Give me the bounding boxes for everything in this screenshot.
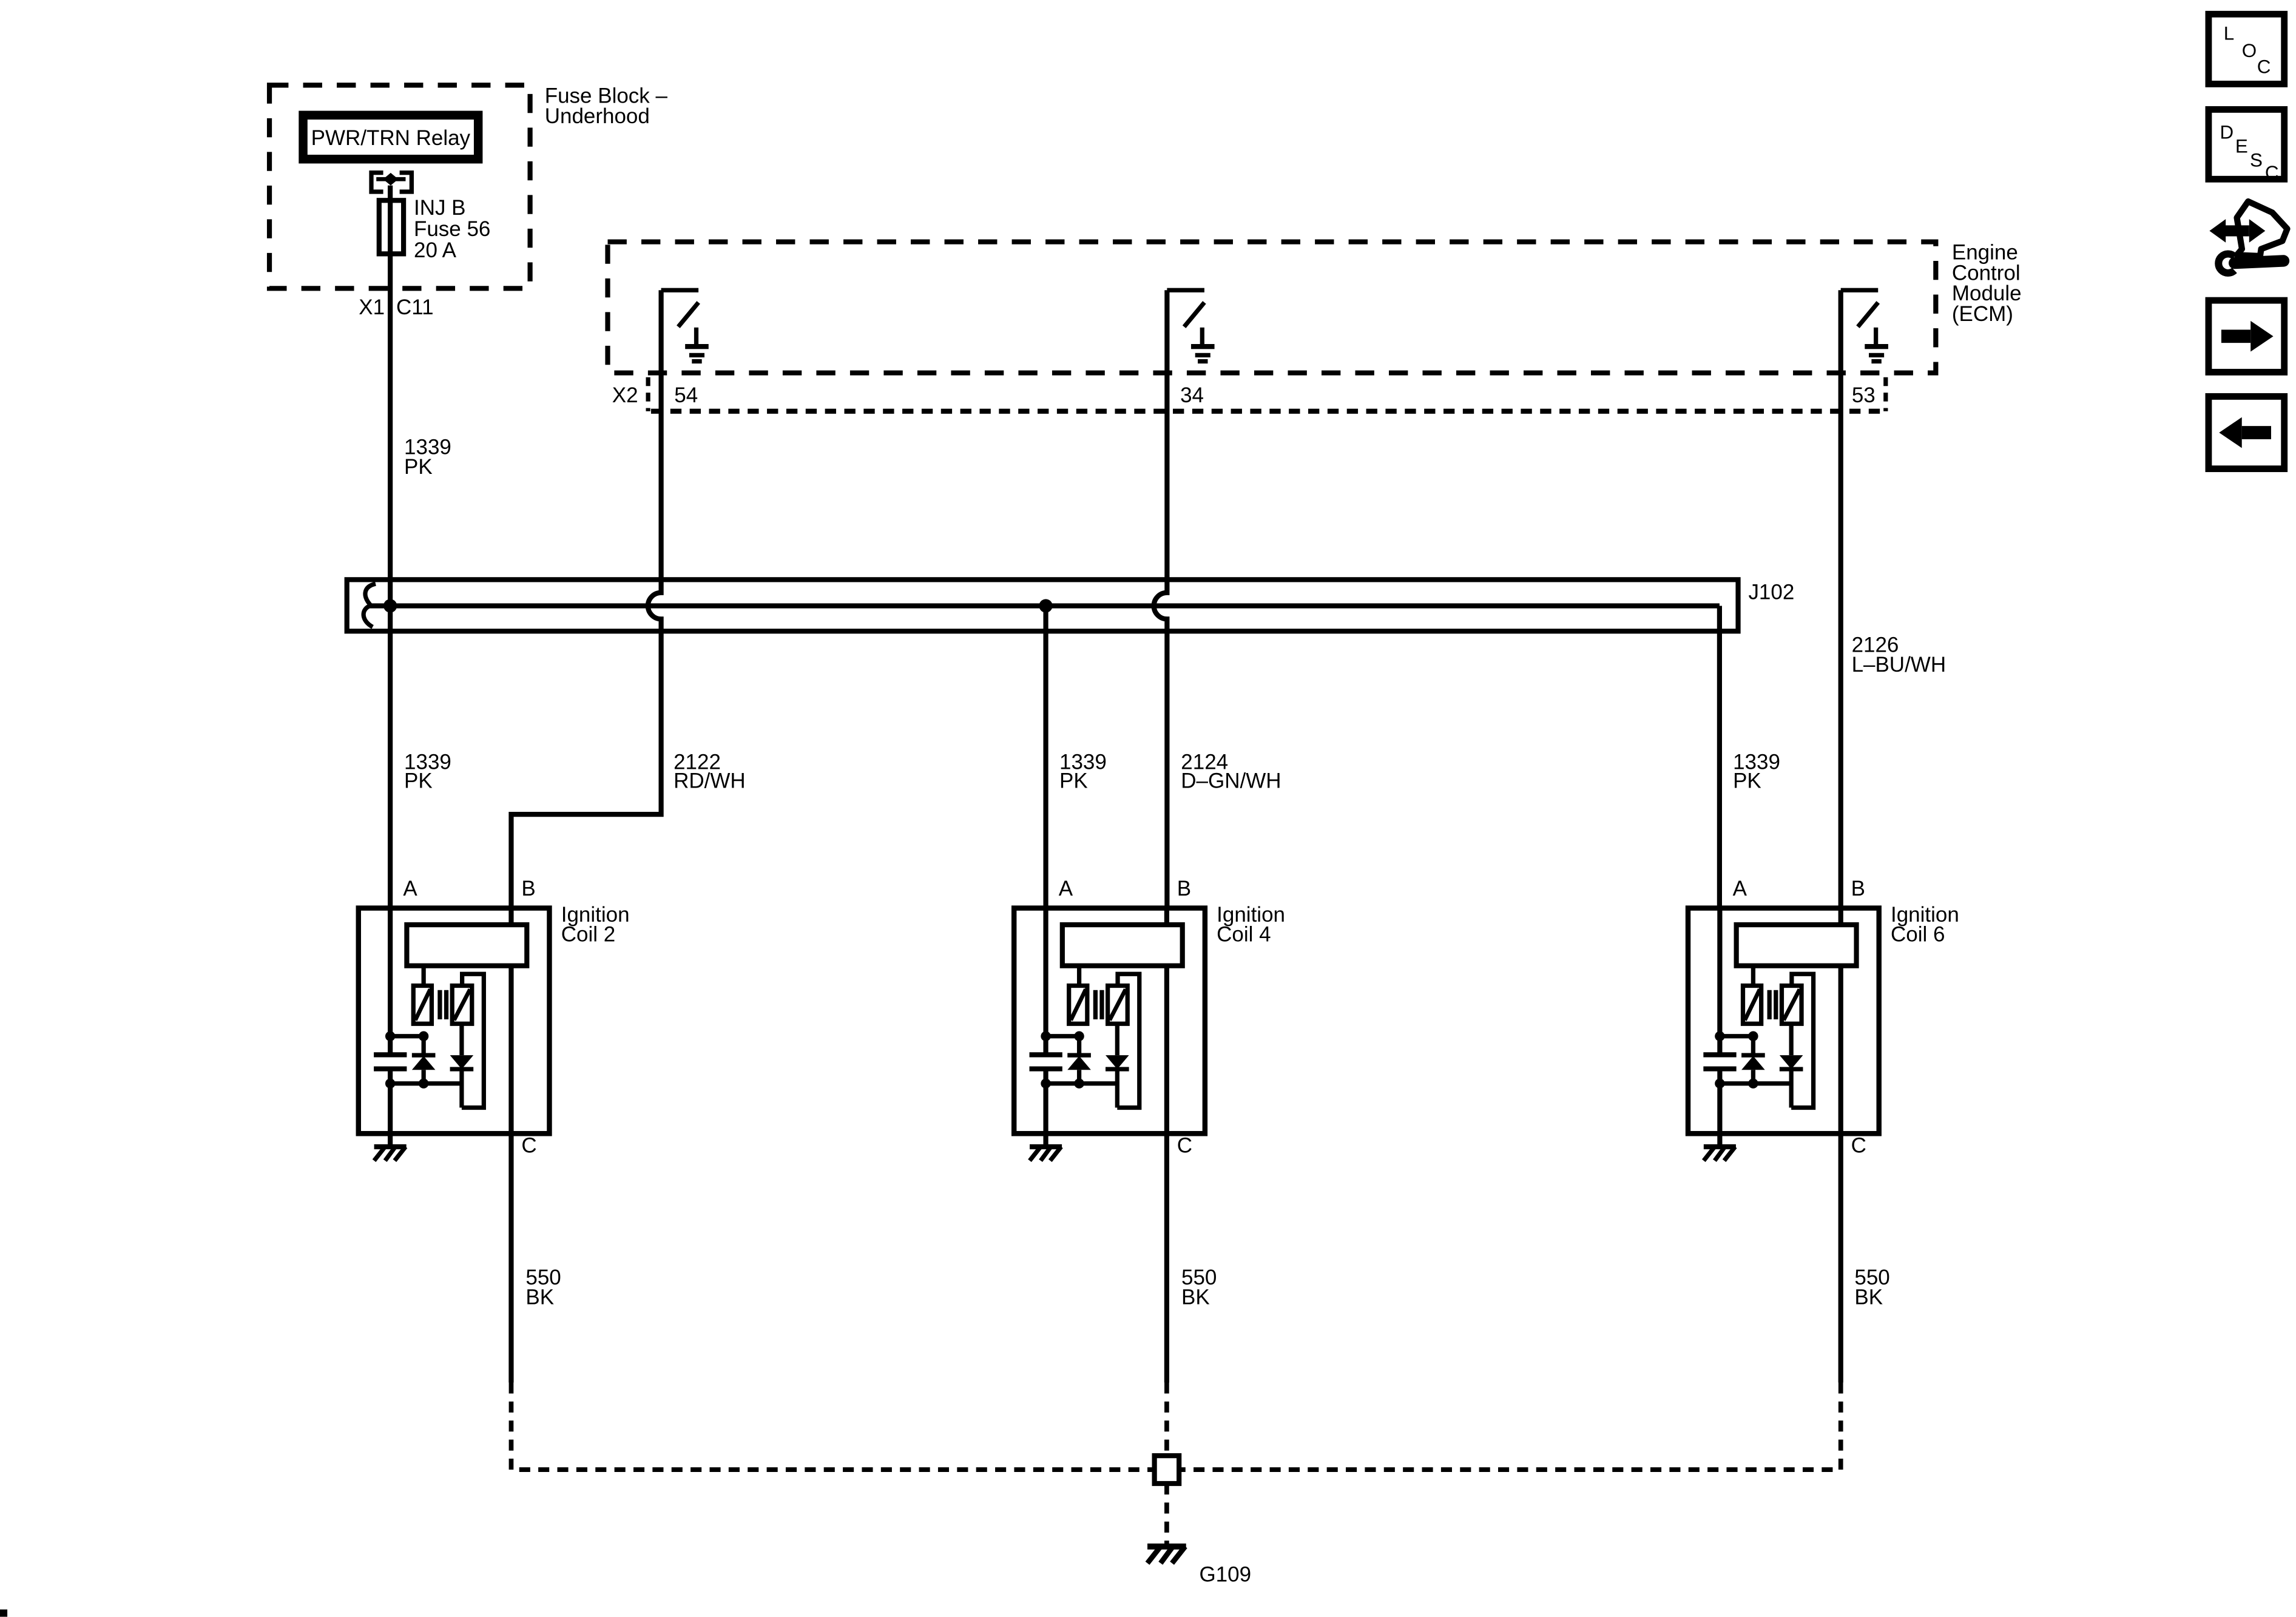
fuse-block-box (266, 83, 533, 291)
fuse-id: Fuse 56 (414, 217, 490, 241)
pin-c11-label: C11 (396, 295, 434, 319)
ecm-title-line1: Engine (1952, 241, 2018, 265)
fuse-block: Fuse Block – Underhood PWR/TRN Relay INJ… (266, 83, 668, 319)
ignition-coil-6: A B C Ignition Coil 6 (1688, 877, 1959, 1161)
loc-letter-l: L (2224, 23, 2234, 44)
connector-x1-label: X1 (359, 295, 385, 319)
driver-symbol-pin53 (1841, 290, 1888, 373)
coil6-pin-a: A (1733, 877, 1747, 900)
coil6-title-line1: Ignition (1891, 903, 1959, 927)
g109-ground-symbol (1147, 1547, 1186, 1564)
wire-label-coil4a-circuit: 1339 (1059, 750, 1107, 774)
coil2-pin-a: A (403, 877, 417, 900)
coil4-pin-a: A (1059, 877, 1073, 900)
junction-bar-j102: J102 (344, 577, 1794, 634)
coil2-schematic (359, 908, 550, 1161)
wire-label-coil2a-color: PK (404, 769, 433, 793)
wire-label-coil4a-color: PK (1059, 769, 1088, 793)
driver-symbol-pin34 (1167, 290, 1214, 373)
ecm-box (605, 239, 1939, 376)
fuse-rating: 20 A (414, 238, 457, 262)
loc-letter-c: C (2257, 56, 2271, 77)
coil2-pin-c: C (521, 1134, 536, 1158)
pwr-trn-relay-box (299, 110, 483, 164)
wire-2124-dgnwh-pin34-to-coil4b (1151, 372, 1170, 908)
wire-label-coil4c-circuit: 550 (1181, 1266, 1217, 1289)
desc-letter-e: E (2235, 135, 2248, 157)
toolbar: L O C D E S C (2205, 10, 2291, 473)
ecm-module: Engine Control Module (ECM) X2 54 34 53 (605, 239, 2022, 414)
coil4-pin-c: C (1177, 1134, 1192, 1158)
wire-label-coil4b-color: D–GN/WH (1181, 769, 1281, 793)
tools-icon[interactable] (2209, 198, 2291, 277)
coil4-title-line2: Coil 4 (1217, 923, 1271, 947)
ground-dashed-right (1179, 1382, 1843, 1472)
ecm-title-line3: Module (1952, 282, 2022, 305)
wire-label-coil6c-circuit: 550 (1854, 1266, 1889, 1289)
desc-letter-s: S (2250, 149, 2263, 170)
pwr-trn-relay-label: PWR/TRN Relay (311, 126, 471, 150)
desc-button[interactable]: D E S C (2205, 106, 2288, 183)
wire-label-coil4b-circuit: 2124 (1181, 750, 1228, 774)
previous-page-button[interactable] (2205, 393, 2288, 473)
desc-letter-d: D (2220, 121, 2234, 143)
junction-bus-end-hook (361, 581, 377, 629)
coil2-pin-b: B (521, 877, 535, 900)
wrench-shaft-icon (2228, 255, 2290, 269)
pin-34-label: 34 (1180, 383, 1204, 407)
junction-label: J102 (1748, 580, 1794, 604)
wire-label-coil2c-color: BK (525, 1285, 554, 1309)
ignition-coil-4: A B C Ignition Coil 4 (1014, 877, 1285, 1161)
splice-dot-coil4 (1039, 599, 1053, 613)
coil6-pin-b: B (1851, 877, 1865, 900)
ground-splice-box (1152, 1453, 1182, 1487)
coil6-schematic (1688, 908, 1879, 1161)
junction-bar-outline (344, 577, 1741, 634)
wire-label-coil6c-color: BK (1854, 1285, 1883, 1309)
wire-label-coil6b-circuit: 2126 (1852, 633, 1899, 657)
ground-net: G109 550 BK 550 BK 550 BK (508, 1133, 1890, 1587)
wrench-jaw-icon (2215, 250, 2237, 277)
loc-letter-o: O (2242, 40, 2257, 61)
coil2-title-line2: Coil 2 (561, 923, 615, 947)
coil4-pin-b: B (1177, 877, 1191, 900)
wire-label-coil6a-circuit: 1339 (1733, 750, 1780, 774)
splice-dot-coil2 (383, 599, 397, 613)
connector-x2-label: X2 (612, 383, 638, 407)
desc-letter-c: C (2265, 162, 2279, 183)
wire-label-fuse-feed-color: PK (404, 455, 433, 479)
ground-dashed-left (508, 1382, 1155, 1472)
wire-label-coil2a-circuit: 1339 (404, 750, 451, 774)
ground-label: G109 (1199, 1563, 1251, 1587)
fuse-block-title-line1: Fuse Block – (545, 84, 668, 107)
coil6-title-line2: Coil 6 (1891, 923, 1945, 947)
coil4-title-line1: Ignition (1217, 903, 1285, 927)
wires: 1339 PK 1339 PK 2122 RD/WH 1339 PK 2124 … (383, 185, 1947, 908)
coil4-schematic (1014, 908, 1205, 1161)
relay-contact-symbol (369, 170, 414, 194)
ecm-title-line2: Control (1952, 261, 2021, 285)
hand-outline-icon (2234, 198, 2291, 260)
wire-label-fuse-feed-circuit: 1339 (404, 435, 451, 459)
wire-label-coil2b-circuit: 2122 (674, 750, 721, 774)
fuse-name: INJ B (414, 196, 466, 220)
coil6-pin-c: C (1851, 1134, 1866, 1158)
pin-54-label: 54 (674, 383, 698, 407)
wire-label-coil2b-color: RD/WH (674, 769, 746, 793)
wire-label-coil2c-circuit: 550 (525, 1266, 561, 1289)
loc-button[interactable]: L O C (2205, 10, 2288, 87)
next-page-button[interactable] (2205, 297, 2288, 376)
fuse-block-title-line2: Underhood (545, 104, 650, 128)
wire-label-coil4c-color: BK (1181, 1285, 1210, 1309)
page-artifact (0, 1609, 8, 1617)
ignition-coil-2: A B C Ignition Coil 2 (359, 877, 630, 1161)
pin-53-label: 53 (1852, 383, 1876, 407)
driver-symbol-pin54 (661, 290, 709, 373)
wire-label-coil6b-color: L–BU/WH (1852, 653, 1947, 677)
ecm-title-line4: (ECM) (1952, 302, 2013, 326)
wire-label-coil6a-color: PK (1733, 769, 1761, 793)
coil2-title-line1: Ignition (561, 903, 630, 927)
wire-2122-rdwh-pin54-to-coil2b (508, 372, 664, 908)
